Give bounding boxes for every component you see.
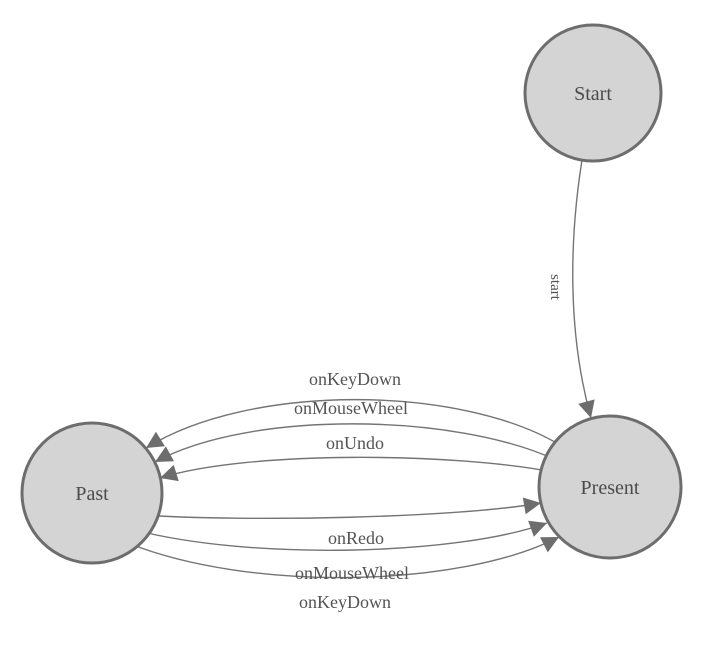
edge-label-onmousewheel-top: onMouseWheel [294,398,408,418]
edge-past-to-present-onkeydown [127,536,560,579]
edge-present-to-past-onkeydown [145,398,561,449]
state-circle-present [537,414,683,560]
edge-start-to-present [572,147,595,419]
edge-label-onundo: onUndo [326,433,384,453]
state-label-past: Past [75,483,109,505]
edge-label-onredo: onRedo [328,528,384,548]
state-circle-start [523,23,663,163]
edge-labels: start onKeyDown onMouseWheel onUndo onRe… [294,274,563,612]
edge-label-onkeydown-bottom: onKeyDown [299,592,391,612]
state-label-present: Present [581,477,640,499]
edge-past-to-present-onmousewheel [134,520,548,551]
state-node-past: Past [20,421,164,565]
edges [127,147,595,579]
edge-past-to-present-onredo [139,497,542,520]
state-label-start: Start [574,83,612,105]
edge-label-onmousewheel-bottom: onMouseWheel [295,563,409,583]
state-node-start: Start [523,23,663,163]
state-node-present: Present [537,414,683,560]
edge-present-to-past-onundo [159,456,554,482]
edge-present-to-past-onmousewheel [154,423,557,463]
state-circle-past [20,421,164,565]
edge-label-start: start [547,274,563,301]
edge-label-onkeydown-top: onKeyDown [309,369,401,389]
nodes: Start Present Past [20,23,683,565]
